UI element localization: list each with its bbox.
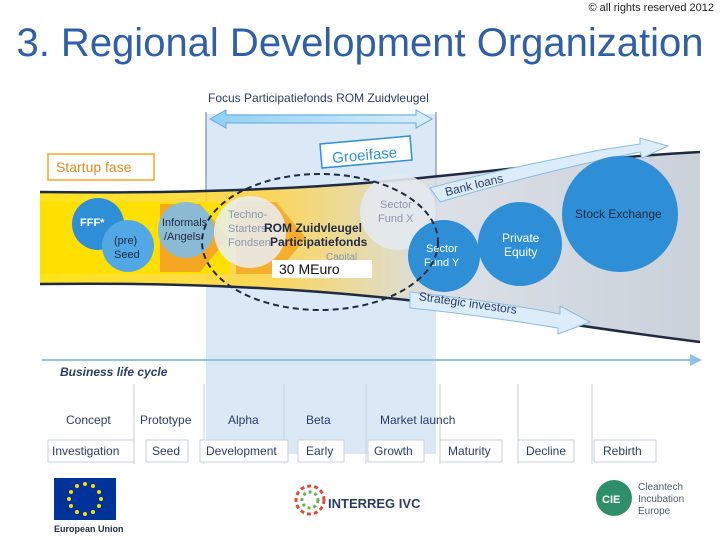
sector-x-label-2: Fund X (378, 213, 414, 225)
funding-band (40, 152, 700, 342)
techno-label-1: Techno- (228, 209, 267, 221)
cie-label-2: Incubation (638, 494, 684, 505)
cie-badge-text: CIE (602, 494, 620, 506)
amount-box (272, 260, 372, 278)
slide-title: 3. Regional Development Organization (0, 20, 720, 66)
techno-label-3: Fondsen (228, 237, 271, 249)
phase-market-launch: Market launch (380, 413, 455, 427)
groeifase-banner: Groeifase (319, 135, 413, 169)
amount-label: 30 MEuro (279, 261, 340, 277)
copyright-notice: © all rights reserved 2012 (588, 2, 714, 14)
techno-label-2: Starters (228, 223, 267, 235)
technostarters-bubble (214, 196, 286, 268)
stage-decline: Decline (526, 444, 566, 458)
rom-fund-ellipse (201, 173, 439, 311)
rom-label-1: ROM Zuidvleugel (264, 221, 362, 235)
stage-rebirth: Rebirth (603, 444, 642, 458)
eu-flag-icon (54, 478, 116, 520)
pre-seed-label-2: Seed (114, 249, 140, 261)
interreg-label: INTERREG IVC (328, 496, 421, 511)
life-cycle-arrowhead (690, 354, 702, 366)
stage-maturity: Maturity (448, 444, 491, 458)
startup-fase-box (47, 153, 155, 181)
sector-y-label-1: Sector (426, 243, 458, 255)
financing-diagram: Focus Participatiefonds ROM Zuidvleugel … (39, 91, 702, 464)
fff-label: FFF* (80, 217, 105, 229)
life-cycle-label: Business life cycle (60, 365, 168, 379)
sector-fund-x-bubble (360, 174, 436, 250)
sector-x-label-1: Sector (380, 199, 412, 211)
informals-label-1: Informals (162, 217, 208, 229)
phase-beta: Beta (306, 413, 331, 427)
focus-label: Focus Participatiefonds ROM Zuidvleugel (208, 91, 429, 105)
rom-label-2: Participatiefonds (270, 235, 368, 249)
stage-boxes (47, 439, 657, 463)
stage-growth: Growth (374, 444, 413, 458)
informals-label-2: /Angels (164, 231, 201, 243)
phase-prototype: Prototype (140, 413, 192, 427)
private-equity-label-1: Private (502, 231, 540, 245)
cie-label-3: Europe (638, 506, 671, 517)
stage-investigation: Investigation (52, 444, 119, 458)
stock-exchange-label: Stock Exchange (575, 207, 662, 221)
capital-label: Capital (326, 252, 357, 263)
phase-alpha: Alpha (228, 413, 259, 427)
stage-development: Development (206, 444, 277, 458)
pre-seed-bubble (102, 220, 154, 272)
startup-fase-label: Startup fase (56, 159, 132, 175)
cie-logo-icon: CIE (596, 480, 632, 516)
stock-exchange-bubble (562, 156, 678, 272)
sector-fund-y-bubble (408, 220, 480, 292)
phase-concept: Concept (66, 413, 111, 427)
cie-label-1: Cleantech (638, 482, 683, 493)
groeifase-label: Groeifase (332, 144, 398, 167)
footer-logos: European Union INTERREG IVC CIE Cleantec… (54, 478, 684, 534)
private-equity-bubble (478, 202, 562, 286)
stage-early: Early (306, 444, 333, 458)
interreg-logo-icon (294, 484, 326, 516)
eu-label: European Union (54, 524, 124, 534)
private-equity-label-2: Equity (504, 245, 537, 259)
pre-seed-label-1: (pre) (114, 235, 137, 247)
stage-seed: Seed (152, 444, 180, 458)
informals-bubble (158, 202, 214, 258)
slide-title-text: 3. Regional Development Organization (16, 21, 704, 65)
sector-y-label-2: Fund Y (424, 257, 460, 269)
